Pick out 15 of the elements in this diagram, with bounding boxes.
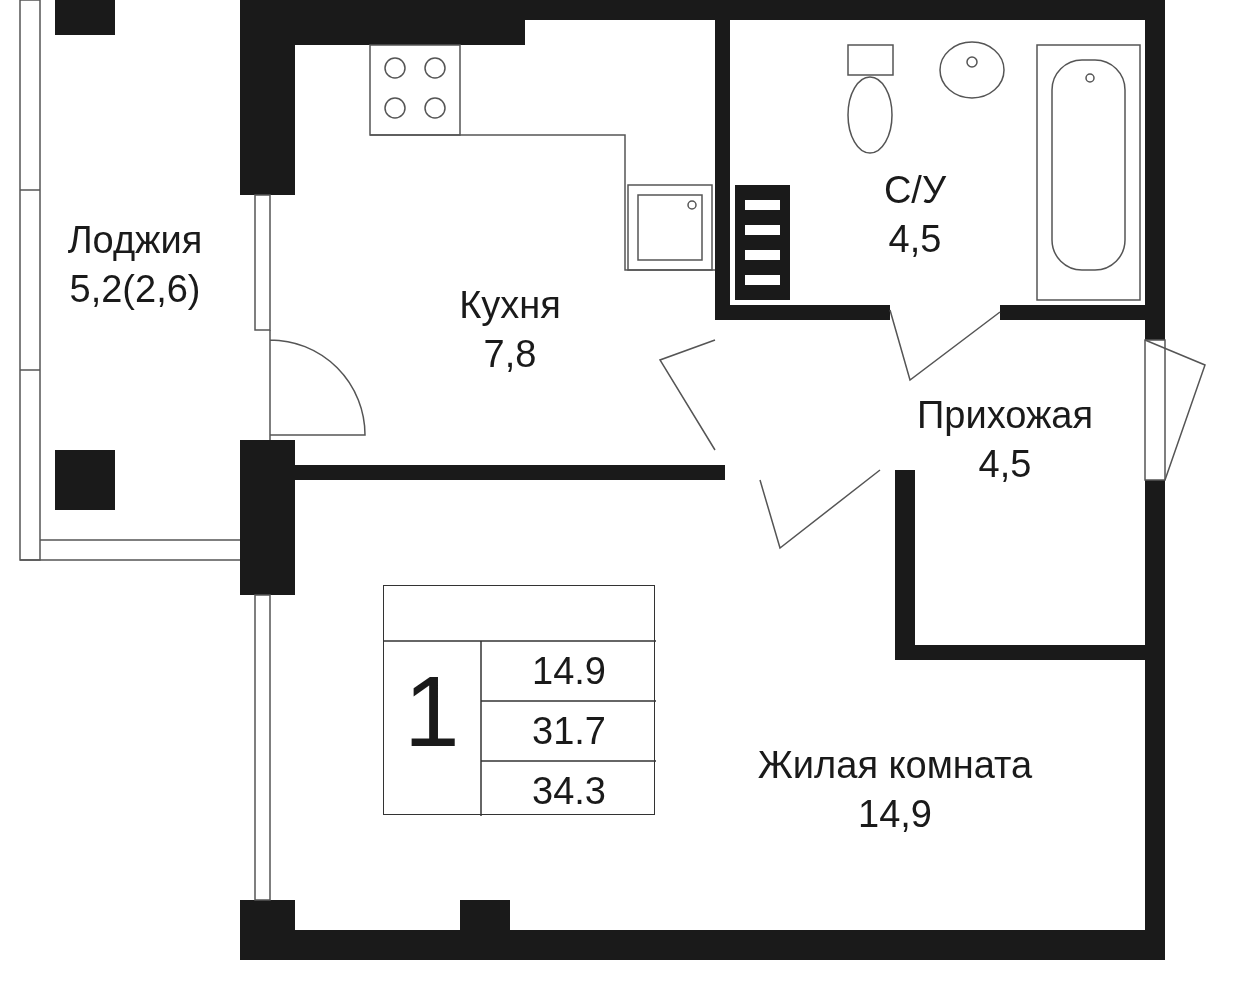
area-value: 14.9	[531, 651, 607, 693]
room-count: 1	[404, 661, 460, 761]
room-name: Жилая комната	[757, 742, 1033, 788]
area-value: 31.7	[531, 711, 607, 753]
room-name: Лоджия	[67, 217, 203, 263]
room-name: С/У	[883, 167, 947, 213]
area-value: 34.3	[531, 771, 607, 813]
room-area-value: 4,5	[888, 217, 942, 262]
room-area-value: 5,2(2,6)	[69, 267, 201, 312]
apartment-info-table	[383, 585, 655, 815]
room-name: Прихожая	[916, 392, 1094, 438]
room-area-value: 14,9	[858, 792, 932, 837]
room-area-value: 7,8	[483, 332, 537, 377]
room-area-value: 4,5	[978, 442, 1032, 487]
room-name: Кухня	[459, 282, 561, 328]
